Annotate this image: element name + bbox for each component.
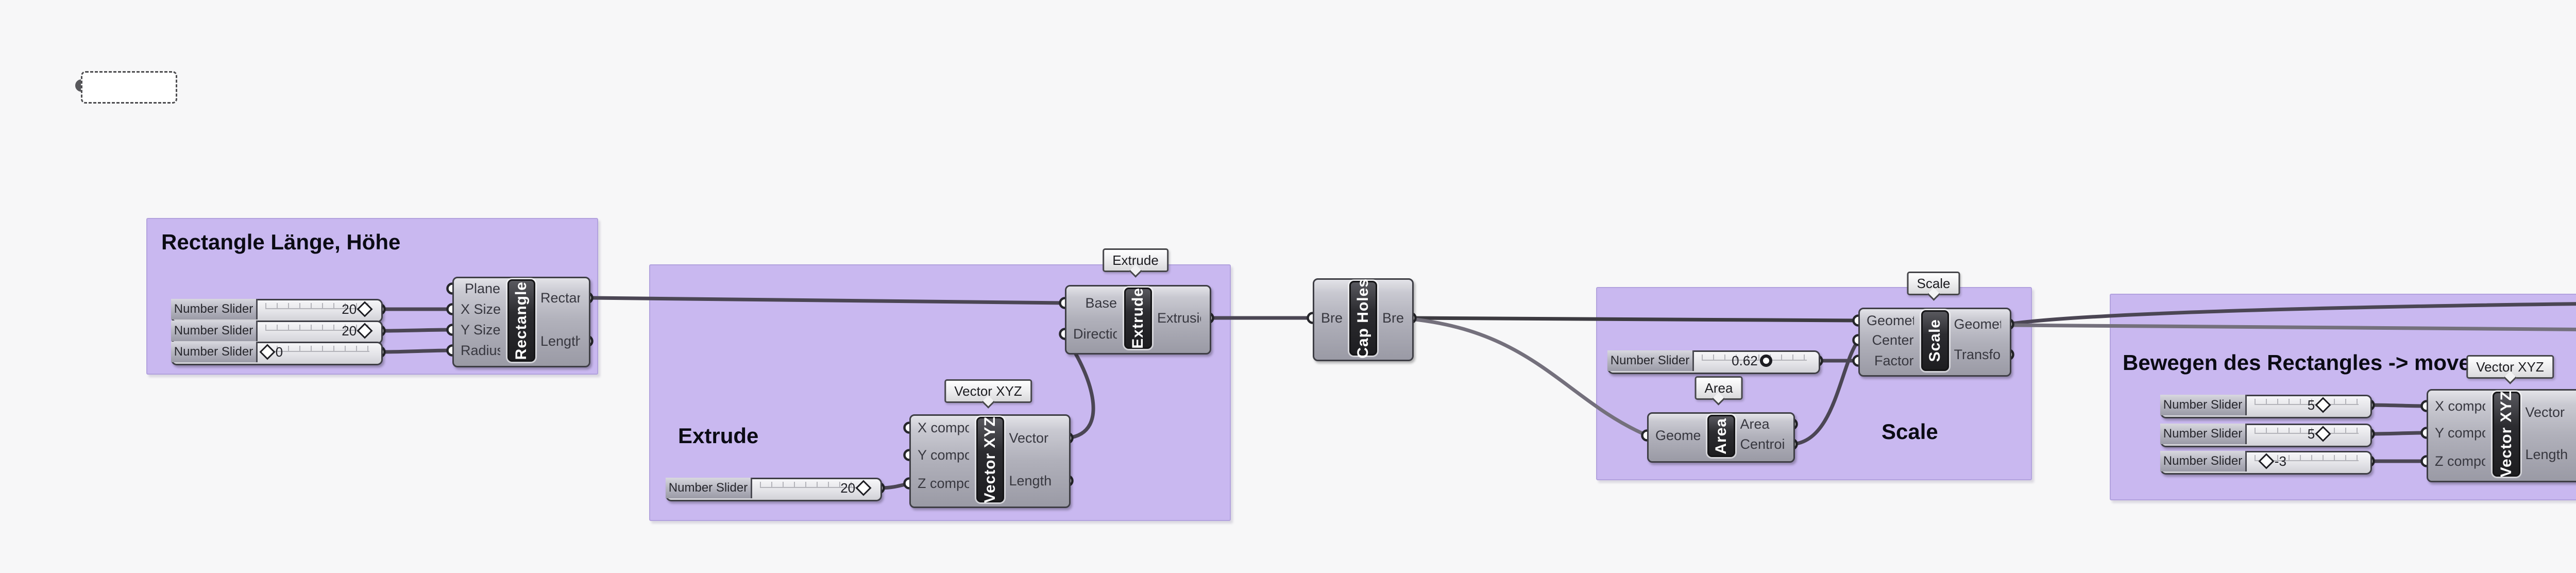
wire-scale-to-move-geometry[interactable] <box>2006 323 2576 331</box>
output-vector-xyz-move-length: Length <box>2525 447 2568 462</box>
component-name-rectangle: Rectangle <box>513 281 530 360</box>
slider-label-move-y: Number Slider <box>2160 424 2247 444</box>
slider-ticks-scale-factor <box>1702 355 1807 361</box>
slider-value-rect-xsize: 20 <box>342 301 357 317</box>
wire-slider-to-radius[interactable] <box>379 348 454 354</box>
group-label-scale: Scale <box>1882 419 1938 444</box>
slider-value-rect-ysize: 20 <box>342 323 357 339</box>
tag-area[interactable]: Area <box>1694 376 1743 406</box>
component-nameplate-area[interactable]: Area <box>1707 415 1735 457</box>
output-rectangle-length: Length <box>540 333 580 349</box>
input-rectangle-plane: Plane <box>464 281 500 296</box>
slider-label-extrude-z: Number Slider <box>666 478 752 498</box>
component-name-extrude: Extrude <box>1129 288 1146 349</box>
component-nameplate-rectangle[interactable]: Rectangle <box>507 279 535 362</box>
component-nameplate-vector-xyz-extrude[interactable]: Vector XYZ <box>976 416 1004 503</box>
input-extrude-direction: Direction <box>1073 326 1117 342</box>
slider-value-move-z: -3 <box>2274 453 2286 469</box>
input-vector-xyz-extrude-z-component: Z component <box>918 476 969 491</box>
input-scale-geometry: Geometry <box>1867 313 1914 328</box>
component-nameplate-vector-xyz-move[interactable]: Vector XYZ <box>2492 391 2520 478</box>
tag-extrude[interactable]: Extrude <box>1103 248 1168 278</box>
output-scale-transform: Transform <box>1954 347 2002 362</box>
tag-scale[interactable]: Scale <box>1907 272 1960 301</box>
wire-capholes-to-area-geometry[interactable] <box>1409 317 1649 437</box>
slider-ticks-rect-ysize <box>265 325 369 331</box>
component-name-scale: Scale <box>1926 319 1943 362</box>
slider-value-move-y: 5 <box>2307 426 2315 442</box>
slider-label-rect-xsize: Number Slider <box>171 299 258 319</box>
output-cap-holes-brep: Brep <box>1382 310 1403 326</box>
group-label-move: Bewegen des Rectangles -> move <box>2123 350 2471 375</box>
slider-value-rect-radius: 0 <box>275 344 283 360</box>
slider-ticks-move-x <box>2255 399 2359 405</box>
component-name-vector-xyz-extrude: Vector XYZ <box>981 416 998 503</box>
slider-ticks-rect-xsize <box>265 303 369 309</box>
tag-vector-xyz-extrude[interactable]: Vector XYZ <box>944 379 1032 409</box>
wire-capholes-to-scale-geometry[interactable] <box>1409 316 1860 323</box>
wire-rectangle-to-extrude-base[interactable] <box>585 296 1067 305</box>
slider-value-scale-factor: 0.62 <box>1732 353 1758 368</box>
slider-ticks-move-z <box>2255 455 2359 461</box>
slider-ticks-rect-radius <box>265 346 369 352</box>
component-nameplate-scale[interactable]: Scale <box>1921 310 1949 371</box>
wire-slider-to-xcomponent[interactable] <box>2367 403 2429 408</box>
wire-scale-to-merge-d1[interactable] <box>2006 301 2576 326</box>
slider-ticks-move-y <box>2255 428 2359 434</box>
component-name-cap-holes: Cap Holes <box>1354 278 1371 359</box>
input-rectangle-x-size: X Size <box>461 301 500 317</box>
input-vector-xyz-move-x-component: X component <box>2435 398 2485 414</box>
input-rectangle-y-size: Y Size <box>461 322 500 338</box>
component-name-area: Area <box>1712 417 1730 454</box>
group-label-rectangle: Rectangle Länge, Höhe <box>161 230 401 254</box>
wire-slider-to-ysize[interactable] <box>379 328 454 333</box>
input-area-geometry: Geometry <box>1655 428 1700 443</box>
component-nameplate-extrude[interactable]: Extrude <box>1124 288 1152 349</box>
output-vector-xyz-extrude-vector: Vector <box>1009 430 1049 446</box>
input-vector-xyz-move-z-component: Z component <box>2435 453 2485 469</box>
output-scale-geometry: Geometry <box>1954 316 2002 332</box>
output-rectangle-rectangle: Rectangle <box>540 290 580 306</box>
slider-label-move-z: Number Slider <box>2160 451 2247 471</box>
wire-slider-to-ycomponent[interactable] <box>2367 431 2429 436</box>
component-name-vector-xyz-move: Vector XYZ <box>2497 391 2515 478</box>
output-area-area: Area <box>1740 416 1770 432</box>
input-scale-factor: Factor <box>1874 353 1914 368</box>
slider-value-extrude-z: 20 <box>840 480 856 496</box>
slider-label-scale-factor: Number Slider <box>1607 350 1694 371</box>
wire-centroid-to-center[interactable] <box>1790 339 1860 446</box>
input-extrude-base: Base <box>1085 295 1117 311</box>
empty-panel[interactable] <box>81 71 177 104</box>
output-extrude-extrusion: Extrusion <box>1157 310 1201 326</box>
input-scale-center: Center <box>1872 332 1914 348</box>
group-label-extrude: Extrude <box>678 424 759 448</box>
tag-vector-xyz-move[interactable]: Vector XYZ <box>2466 355 2554 384</box>
input-vector-xyz-extrude-y-component: Y component <box>918 447 969 463</box>
slider-value-move-x: 5 <box>2307 397 2315 413</box>
input-vector-xyz-move-y-component: Y component <box>2435 425 2485 441</box>
slider-handle-scale-factor[interactable] <box>1759 355 1772 367</box>
input-rectangle-radius: Radius <box>461 343 500 358</box>
output-vector-xyz-move-vector: Vector <box>2525 405 2565 420</box>
slider-label-rect-ysize: Number Slider <box>171 321 258 341</box>
slider-ticks-extrude-z <box>760 482 869 488</box>
input-cap-holes-brep: Brep <box>1321 310 1342 326</box>
slider-label-move-x: Number Slider <box>2160 395 2247 415</box>
output-vector-xyz-extrude-length: Length <box>1009 473 1052 488</box>
component-nameplate-cap-holes[interactable]: Cap Holes <box>1349 278 1377 359</box>
slider-label-rect-radius: Number Slider <box>171 342 258 362</box>
input-vector-xyz-extrude-x-component: X component <box>918 420 969 435</box>
output-area-centroid: Centroid <box>1740 436 1785 452</box>
